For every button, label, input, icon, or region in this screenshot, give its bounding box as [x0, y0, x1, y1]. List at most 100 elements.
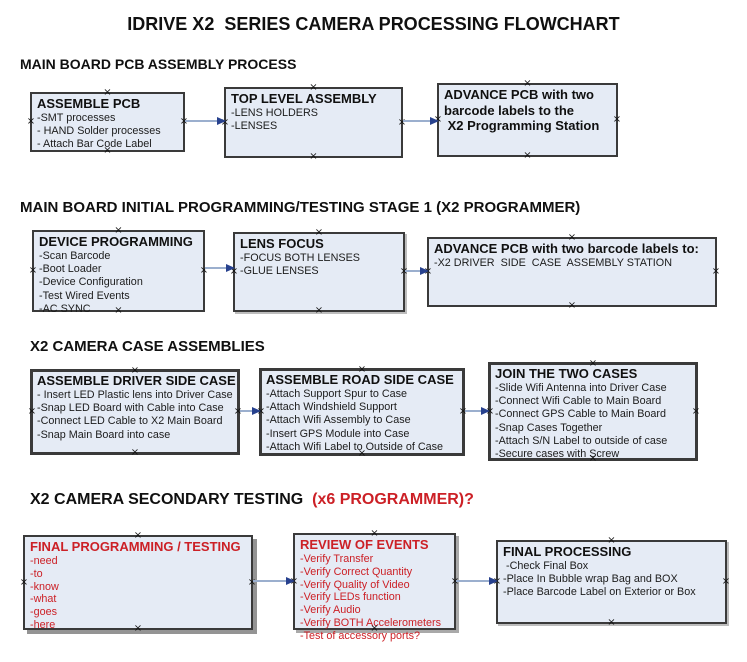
- flow-arrow-driver-to-road[interactable]: [240, 407, 261, 415]
- box-item: -Verify LEDs function: [300, 591, 401, 604]
- box-item: -Secure cases with Screw: [495, 448, 620, 461]
- connection-anchor-icon: ×: [523, 150, 532, 161]
- flow-arrow-finalprog-to-review[interactable]: [253, 577, 295, 585]
- box-item: -SMT processes: [37, 111, 116, 124]
- box-item: -Insert GPS Module into Case: [266, 427, 410, 440]
- box-title: LENS FOCUS: [240, 236, 324, 251]
- box-lens-focus[interactable]: LENS FOCUS -FOCUS BOTH LENSES-GLUE LENSE…: [230, 228, 409, 316]
- box-item: -Attach S/N Label to outside of case: [495, 435, 668, 448]
- box-item: -Connect GPS Cable to Main Board: [495, 408, 667, 421]
- box-item: -X2 DRIVER SIDE CASE ASSEMBLY STATION: [434, 256, 672, 269]
- box-item: -Test Wired Events: [39, 289, 130, 302]
- box-item: -Test of accessory ports?: [300, 630, 421, 643]
- section-heading-text: MAIN BOARD INITIAL PROGRAMMING/TESTING S…: [20, 199, 581, 216]
- connection-anchor-icon: ×: [607, 617, 616, 628]
- box-item: -Verify BOTH Accelerometers: [300, 617, 441, 630]
- box-item: -LENSES: [231, 119, 278, 132]
- box-advance-pcb-programming-station[interactable]: ADVANCE PCB with two barcode labels to t…: [434, 79, 622, 161]
- section-heading-pcb-assembly: MAIN BOARD PCB ASSEMBLY PROCESS: [20, 56, 296, 72]
- box-item: -Connect Wifi Cable to Main Board: [495, 394, 662, 407]
- box-title: ASSEMBLE PCB: [37, 96, 141, 111]
- box-item: -Snap LED Board with Cable into Case: [37, 401, 224, 414]
- box-join-the-two-cases[interactable]: JOIN THE TWO CASES -Slide Wifi Antenna i…: [486, 359, 701, 464]
- connection-anchor-icon: ×: [247, 576, 257, 588]
- box-assemble-driver-side-case[interactable]: ASSEMBLE DRIVER SIDE CASE - Insert LED P…: [27, 366, 243, 458]
- section-heading-case-assemblies: X2 CAMERA CASE ASSEMBLIES: [30, 338, 265, 355]
- box-item: -LENS HOLDERS: [231, 106, 318, 119]
- box-top-level-assembly[interactable]: TOP LEVEL ASSEMBLY -LENS HOLDERS-LENSES …: [221, 83, 406, 162]
- box-item: -what: [30, 593, 57, 606]
- box-review-of-events[interactable]: REVIEW OF EVENTS -Verify Transfer-Verify…: [290, 529, 459, 643]
- box-item-list: -need-to-know-what-goes-here: [30, 555, 247, 633]
- box-device-programming[interactable]: DEVICE PROGRAMMING -Scan Barcode-Boot Lo…: [28, 226, 208, 316]
- connection-anchor-icon: ×: [691, 405, 701, 417]
- section-heading-initial-programming: MAIN BOARD INITIAL PROGRAMMING/TESTING S…: [20, 199, 580, 216]
- box-title: FINAL PROGRAMMING / TESTING: [30, 539, 241, 554]
- box-title: ADVANCE PCB with two barcode labels to t…: [444, 87, 600, 134]
- box-title: ASSEMBLE DRIVER SIDE CASE: [37, 373, 236, 388]
- box-item-list: -SMT processes- HAND Solder processes- A…: [37, 112, 179, 152]
- box-title: REVIEW OF EVENTS: [300, 537, 429, 552]
- box-title: FINAL PROCESSING: [503, 544, 632, 559]
- section-heading-text: X2 CAMERA SECONDARY TESTING: [30, 491, 308, 508]
- box-item-list: -Slide Wifi Antenna into Driver Case-Con…: [495, 382, 692, 462]
- box-item: -Attach Wifi Label to Outside of Case: [266, 441, 444, 454]
- box-item: -Boot Loader: [39, 262, 102, 275]
- box-advance-pcb-driver-side[interactable]: ADVANCE PCB with two barcode labels to: …: [424, 233, 720, 311]
- box-item: - Attach Bar Code Label: [37, 138, 152, 151]
- page-title: IDRIVE X2 SERIES CAMERA PROCESSING FLOWC…: [127, 14, 620, 34]
- box-title: JOIN THE TWO CASES: [495, 366, 638, 381]
- box-item: -Slide Wifi Antenna into Driver Case: [495, 381, 667, 394]
- box-item: -Verify Audio: [300, 604, 361, 617]
- connection-anchor-icon: ×: [309, 151, 318, 162]
- box-item: -FOCUS BOTH LENSES: [240, 251, 360, 264]
- box-item-list: -Attach Support Spur to Case-Attach Wind…: [266, 388, 459, 455]
- connection-anchor-icon: ×: [721, 576, 731, 587]
- box-item: -Connect LED Cable to X2 Main Board: [37, 415, 223, 428]
- section-heading-text: X2 CAMERA CASE ASSEMBLIES: [30, 338, 265, 355]
- connection-anchor-icon: ×: [130, 447, 140, 458]
- section-heading-red-text: (x6 PROGRAMMER)?: [307, 491, 474, 508]
- connection-anchor-icon: ×: [399, 266, 409, 277]
- box-final-processing[interactable]: FINAL PROCESSING -Check Final Box-Place …: [493, 536, 731, 628]
- connection-anchor-icon: ×: [19, 576, 29, 588]
- flow-arrow-review-to-finalproc[interactable]: [456, 577, 498, 585]
- box-title: ASSEMBLE ROAD SIDE CASE: [266, 372, 454, 387]
- connection-anchor-icon: ×: [314, 305, 324, 316]
- connection-anchor-icon: ×: [458, 406, 468, 417]
- box-item-list: -Scan Barcode-Boot Loader-Device Configu…: [39, 250, 199, 317]
- flow-arrow-device-to-lensfocus[interactable]: [205, 264, 235, 272]
- connection-anchor-icon: ×: [233, 406, 243, 417]
- connection-anchor-icon: ×: [27, 406, 37, 417]
- box-item-list: - Insert LED Plastic lens into Driver Ca…: [37, 389, 234, 443]
- box-item-list: -FOCUS BOTH LENSES-GLUE LENSES: [240, 252, 399, 279]
- box-item: -know: [30, 580, 59, 593]
- box-assemble-road-side-case[interactable]: ASSEMBLE ROAD SIDE CASE -Attach Support …: [257, 365, 468, 459]
- box-item: -Snap Cases Together: [495, 421, 603, 434]
- box-item: -need: [30, 554, 58, 567]
- connection-anchor-icon: ×: [567, 300, 577, 311]
- box-assemble-pcb[interactable]: ASSEMBLE PCB -SMT processes- HAND Solder…: [27, 88, 188, 156]
- flow-arrow-assemble-to-toplevel[interactable]: [185, 117, 226, 125]
- box-item: -goes: [30, 606, 58, 619]
- box-title: DEVICE PROGRAMMING: [39, 234, 193, 249]
- box-item: -here: [30, 619, 56, 632]
- connection-anchor-icon: ×: [612, 114, 622, 125]
- box-item-list: -Verify Transfer-Verify Correct Quantity…: [300, 553, 450, 644]
- box-item: -Attach Support Spur to Case: [266, 387, 408, 400]
- box-item: -Check Final Box: [503, 559, 589, 572]
- flow-arrow-lensfocus-to-advance[interactable]: [405, 267, 429, 275]
- box-item: -Attach Wifi Assembly to Case: [266, 414, 411, 427]
- box-title: ADVANCE PCB with two barcode labels to:: [434, 241, 699, 256]
- section-heading-text: MAIN BOARD PCB ASSEMBLY PROCESS: [20, 56, 297, 72]
- box-item: -Verify Correct Quantity: [300, 565, 413, 578]
- flow-arrow-road-to-join[interactable]: [465, 407, 490, 415]
- box-final-programming-testing[interactable]: FINAL PROGRAMMING / TESTING -need-to-kno…: [19, 531, 257, 634]
- box-item: -Place In Bubble wrap Bag and BOX: [503, 572, 678, 585]
- flow-arrow-toplevel-to-advance[interactable]: [403, 117, 439, 125]
- box-item-list: -LENS HOLDERS-LENSES: [231, 107, 397, 134]
- box-item: -AC SYNC: [39, 303, 91, 316]
- connection-anchor-icon: ×: [28, 265, 38, 276]
- box-item: -to: [30, 567, 43, 580]
- box-item: -Snap Main Board into case: [37, 428, 171, 441]
